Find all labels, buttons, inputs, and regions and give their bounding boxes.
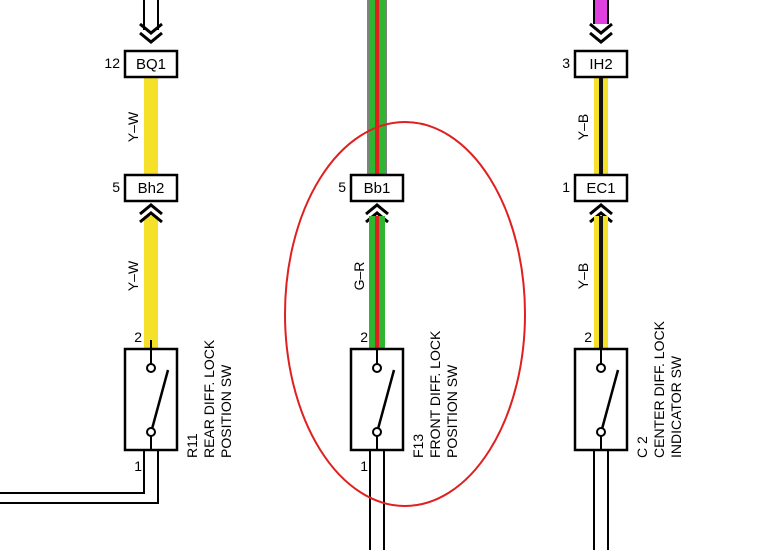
connector-bb1-label: Bb1 [364, 180, 391, 197]
switch-lever [150, 369, 170, 430]
wire-color-label-upper: Y–B [575, 114, 591, 140]
chevron-up-icon [589, 203, 613, 216]
switch-name-line2: INDICATOR SW [668, 355, 684, 458]
switch-contact-bottom [372, 427, 382, 437]
connector-bh2-label: Bh2 [138, 180, 165, 197]
connector-bq1 [123, 49, 179, 79]
switch-lever [600, 369, 620, 430]
wire-g-r-upper-stripe [375, 0, 379, 175]
wire-color-label-lower: G–R [351, 262, 367, 291]
switch-name-line2: POSITION SW [444, 364, 460, 458]
switch-pin-top: 2 [360, 329, 368, 345]
switch-contact-top [596, 363, 606, 373]
chevron-down-icon [589, 22, 613, 35]
chevron-up-icon [139, 203, 163, 216]
switch-contact-top [372, 363, 382, 373]
switch-contact-bottom [596, 427, 606, 437]
wire-y-w-lower [144, 216, 158, 348]
circuit-rear-diff-lock: BQ1 12 Y–W Bh2 5 Y–W 2 1 R11 REAR DIFF. … [0, 0, 234, 504]
connector-bh2-pin: 5 [112, 179, 120, 195]
switch-name-line1: FRONT DIFF. LOCK [427, 330, 443, 458]
wire-ground-col1-outer [0, 450, 159, 504]
switch-id-f13: F13 [410, 434, 426, 458]
connector-bq1-label: BQ1 [136, 56, 166, 73]
connector-bb1 [349, 173, 405, 203]
switch-name-line1: REAR DIFF. LOCK [201, 339, 217, 458]
switch-lever [376, 369, 396, 430]
connector-ec1 [573, 173, 629, 203]
connector-ih2 [573, 49, 629, 79]
switch-id-c2: C 2 [634, 436, 650, 458]
connector-ih2-pin: 3 [562, 55, 570, 71]
connector-ec1-pin: 1 [562, 179, 570, 195]
wire-ground-col1-inner [0, 450, 145, 494]
chevron-down-icon [139, 22, 163, 35]
switch-pin-bottom: 1 [360, 458, 368, 474]
wire-y-w-upper [144, 77, 158, 175]
wire-g-r-lower-stripe [375, 216, 379, 348]
highlight-ellipse [284, 121, 526, 507]
wire-y-b-upper-stripe [599, 77, 603, 175]
chevron-down-icon [139, 31, 163, 44]
connector-bq1-pin: 12 [104, 55, 120, 71]
chevron-down-icon [589, 31, 613, 44]
switch-pin-bottom: 1 [134, 458, 142, 474]
switch-id-r11: R11 [184, 433, 200, 458]
connector-ih2-label: IH2 [589, 56, 612, 73]
switch-pin-top: 2 [134, 329, 142, 345]
connector-bb1-pin: 5 [338, 179, 346, 195]
circuit-center-diff-lock: IH2 3 Y–B EC1 1 Y–B 2 C 2 CENTER DIFF. L… [562, 0, 684, 550]
switch-contact-top [146, 363, 156, 373]
switch-name-line1: CENTER DIFF. LOCK [651, 320, 667, 458]
connector-bh2 [123, 173, 179, 203]
switch-pin-top: 2 [584, 329, 592, 345]
wire-color-label-lower: Y–B [575, 263, 591, 289]
connector-ec1-label: EC1 [586, 180, 615, 197]
wire-y-b-lower-stripe [599, 216, 603, 348]
circuit-front-diff-lock: Bb1 5 G–R 2 1 F13 FRONT DIFF. LOCK POSIT… [284, 0, 526, 550]
chevron-up-icon [139, 211, 163, 224]
wire-top-col3-fill [594, 0, 608, 24]
chevron-up-icon [365, 203, 389, 216]
switch-contact-bottom [146, 427, 156, 437]
wire-color-label-upper: Y–W [125, 111, 141, 142]
chevron-up-icon [589, 211, 613, 224]
switch-name-line2: POSITION SW [218, 364, 234, 458]
wire-color-label-lower: Y–W [125, 260, 141, 291]
